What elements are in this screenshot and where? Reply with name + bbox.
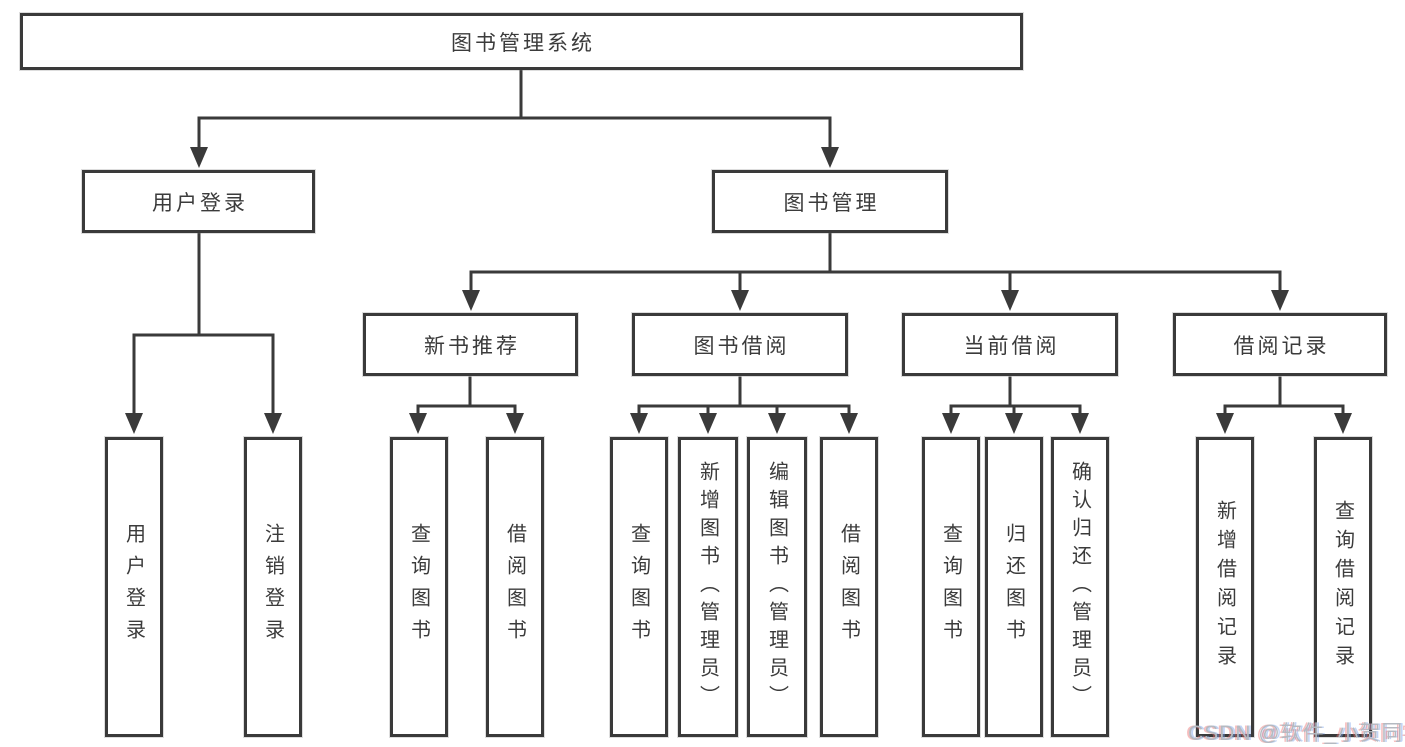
node-new-book-recommend: 新书推荐 — [363, 313, 578, 376]
leaf-query-borrow-record: 查询借阅记录 — [1314, 437, 1372, 737]
leaf-add-borrow-record: 新增借阅记录 — [1196, 437, 1254, 737]
node-borrow-records: 借阅记录 — [1173, 313, 1387, 376]
node-book-borrow: 图书借阅 — [632, 313, 848, 376]
connector-borrow-branch — [637, 404, 851, 418]
leaf-label: 查询图书 — [627, 523, 650, 651]
leaf-borrow-books-recommend: 借阅图书 — [486, 437, 544, 737]
node-label: 当前借阅 — [963, 334, 1060, 358]
leaf-edit-books-admin: 编辑图书（管理员） — [747, 437, 807, 737]
leaf-query-books-recommend: 查询图书 — [390, 437, 448, 737]
leaf-borrow-books: 借阅图书 — [820, 437, 878, 737]
leaf-label: 借阅图书 — [503, 523, 526, 651]
leaf-query-books-current: 查询图书 — [922, 437, 980, 737]
leaf-label: 借阅图书 — [837, 523, 860, 651]
leaf-query-books-borrow: 查询图书 — [610, 437, 668, 737]
node-label: 图书管理系统 — [451, 31, 595, 55]
csdn-watermark: CSDN @软件_小贺同学 — [1188, 722, 1405, 745]
node-label: 图书借阅 — [693, 334, 790, 358]
leaf-label: 新增借阅记录 — [1213, 500, 1236, 674]
connector-records-branch — [1223, 404, 1345, 418]
leaf-return-books: 归还图书 — [985, 437, 1043, 737]
node-root-system: 图书管理系统 — [20, 13, 1023, 70]
leaf-label: 查询图书 — [407, 523, 430, 651]
node-label: 借阅记录 — [1233, 334, 1330, 358]
node-user-login: 用户登录 — [82, 170, 315, 233]
leaf-label: 新增图书（管理员） — [696, 461, 719, 713]
node-label: 用户登录 — [152, 191, 248, 215]
node-book-management: 图书管理 — [712, 170, 948, 233]
arrowheads — [125, 147, 1352, 434]
leaf-user-login: 用户登录 — [105, 437, 163, 737]
connector-user-login-branch — [132, 333, 275, 417]
connector-newbook-branch — [416, 404, 517, 418]
leaf-label: 注销登录 — [261, 523, 284, 651]
leaf-logout: 注销登录 — [244, 437, 302, 737]
leaf-label: 编辑图书（管理员） — [765, 461, 788, 713]
leaf-label: 查询图书 — [939, 523, 962, 651]
leaf-add-books-admin: 新增图书（管理员） — [678, 437, 738, 737]
connector-level2-branch — [197, 116, 832, 150]
connector-level3-branch — [469, 270, 1282, 294]
node-current-borrow: 当前借阅 — [902, 313, 1118, 376]
leaf-label: 查询借阅记录 — [1331, 500, 1354, 674]
leaf-label: 确认归还（管理员） — [1068, 461, 1091, 713]
leaf-label: 归还图书 — [1002, 523, 1025, 651]
leaf-label: 用户登录 — [122, 523, 145, 651]
node-label: 图书管理 — [783, 191, 880, 215]
leaf-confirm-return-admin: 确认归还（管理员） — [1051, 437, 1109, 737]
node-label: 新书推荐 — [424, 334, 520, 358]
